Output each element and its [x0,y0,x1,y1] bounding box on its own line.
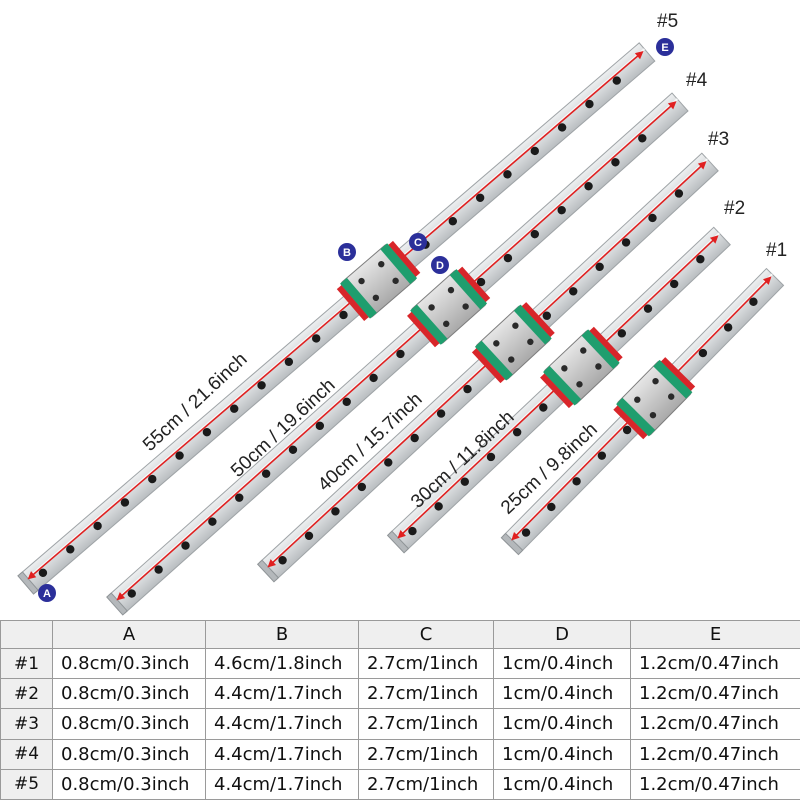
column-header-c: C [358,620,494,649]
row-label: #4 [0,738,53,770]
column-header-d: D [493,620,631,649]
table-cell: 4.4cm/1.7inch [205,678,359,710]
row-label: #3 [0,708,53,740]
marker-b: B [338,243,356,261]
rail-number-2: #2 [724,198,745,219]
table-cell: 1cm/0.4inch [493,647,631,680]
table-cell: 1.2cm/0.47inch [630,647,800,680]
table-cell: 1cm/0.4inch [493,678,631,710]
table-header-row: A B C D E [0,620,800,649]
column-header-b: B [205,620,359,649]
row-label: #2 [0,678,53,710]
table-cell: 2.7cm/1inch [358,738,494,770]
table-cell: 1.2cm/0.47inch [630,738,800,770]
table-cell: 1.2cm/0.47inch [630,678,800,710]
row-label: #1 [0,647,53,680]
table-cell: 4.4cm/1.7inch [205,738,359,770]
table-cell: 2.7cm/1inch [358,768,494,800]
column-header-a: A [52,620,206,649]
table-cell: 4.6cm/1.8inch [205,647,359,680]
table-cell: 1.2cm/0.47inch [630,708,800,740]
rail-number-4: #4 [686,70,708,91]
linear-rail-photo: #5 #4 #3 #2 #1 55cm / 21.6inch 50cm / 19… [17,11,787,616]
marker-e: E [656,38,674,56]
table-cell: 4.4cm/1.7inch [205,708,359,740]
table-cell: 1cm/0.4inch [493,738,631,770]
linear-rail-4 [106,92,689,616]
svg-text:B: B [343,247,351,259]
table-cell: 0.8cm/0.3inch [52,647,206,680]
rail-number-3: #3 [708,129,729,150]
table-cell: 2.7cm/1inch [358,647,494,680]
rail-number-5: #5 [657,11,678,32]
table-cell: 2.7cm/1inch [358,708,494,740]
table-cell: 2.7cm/1inch [358,678,494,710]
svg-text:D: D [436,260,444,272]
svg-text:A: A [43,588,51,600]
marker-d: D [431,256,449,274]
linear-rail-5 [17,42,656,595]
slider-block-3 [471,302,555,384]
slider-block-2 [540,326,623,409]
slider-block-4 [407,266,491,348]
table-cell: 0.8cm/0.3inch [52,768,206,800]
table-cell: 1cm/0.4inch [493,708,631,740]
marker-a: A [38,584,56,602]
table-cell: 1.2cm/0.47inch [630,768,800,800]
slider-block-1 [613,357,696,440]
rail-number-1: #1 [766,240,787,261]
column-header-e: E [630,620,800,649]
marker-c: C [409,233,427,251]
slider-block-5 [336,240,421,321]
table-corner [0,620,53,649]
table-cell: 0.8cm/0.3inch [52,738,206,770]
svg-text:E: E [661,42,668,54]
table-cell: 0.8cm/0.3inch [52,678,206,710]
svg-text:C: C [414,237,422,249]
table-cell: 1cm/0.4inch [493,768,631,800]
table-cell: 0.8cm/0.3inch [52,708,206,740]
table-cell: 4.4cm/1.7inch [205,768,359,800]
linear-rail-3 [256,152,719,583]
linear-rail-2 [386,226,731,554]
linear-rail-1 [500,267,785,556]
row-label: #5 [0,768,53,800]
